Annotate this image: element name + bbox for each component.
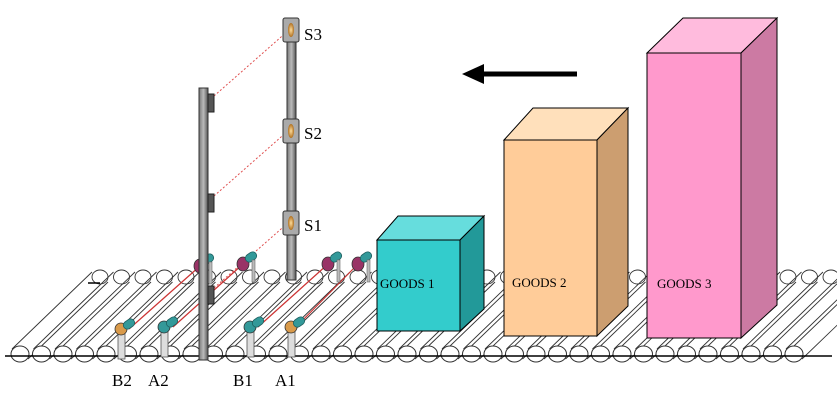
beam-s3 [213, 29, 290, 97]
goods-3-side [740, 16, 778, 340]
roller [32, 269, 130, 363]
roller [548, 269, 646, 363]
photoeye-sensor-icon [284, 316, 306, 358]
goods-1-label: GOODS 1 [380, 276, 435, 291]
photoeye-beams [128, 263, 359, 330]
roller [75, 269, 173, 363]
beam-s2 [213, 129, 290, 197]
label-s2: S2 [304, 124, 322, 143]
roller [784, 299, 837, 363]
label-a1: A1 [275, 371, 296, 390]
roller [741, 269, 837, 363]
label-b1: B1 [233, 371, 253, 390]
sensor-s2-lens-icon [288, 124, 294, 138]
beam-a1 [295, 263, 359, 328]
goods-1-box: GOODS 1 [375, 214, 486, 333]
sensor-post-rear [282, 17, 300, 281]
front-photoeyes [114, 316, 306, 360]
goods-group: GOODS 3 GOODS 2 GOODS 1 [375, 16, 779, 340]
photoeye-sensor-icon [114, 318, 136, 360]
goods-2-front [503, 139, 598, 337]
sensor-beams [213, 29, 290, 289]
goods-3-front [646, 52, 742, 339]
beam-b1 [257, 263, 329, 328]
goods-2-box: GOODS 2 [502, 106, 630, 338]
label-s3: S3 [304, 25, 322, 44]
photoeye-sensor-icon [243, 316, 265, 358]
rear-emitters [193, 251, 373, 285]
reflector-low [207, 285, 215, 305]
sensor-s3-lens-icon [288, 23, 294, 37]
sensor-post-front [198, 87, 215, 361]
goods-2-label: GOODS 2 [512, 275, 567, 290]
left-arrow-icon [462, 64, 577, 84]
rear-emitter-icon [321, 251, 343, 283]
roller [96, 269, 195, 363]
reflector-top [207, 93, 215, 113]
sensor-s1-lens-icon [288, 216, 294, 230]
label-a2: A2 [148, 371, 169, 390]
goods-3-label: GOODS 3 [657, 276, 712, 291]
roller [53, 269, 152, 363]
roller [268, 269, 367, 363]
photoeye-sensor-icon [157, 316, 179, 358]
goods-3-box: GOODS 3 [645, 16, 779, 340]
beam-b2 [128, 265, 201, 330]
label-b2: B2 [112, 371, 132, 390]
rear-emitter-icon [351, 251, 373, 283]
goods-2-side [596, 106, 629, 338]
label-s1: S1 [304, 216, 322, 235]
reflector-mid [207, 193, 215, 213]
rear-emitter-icon [236, 251, 258, 283]
goods-1-front [376, 239, 461, 332]
